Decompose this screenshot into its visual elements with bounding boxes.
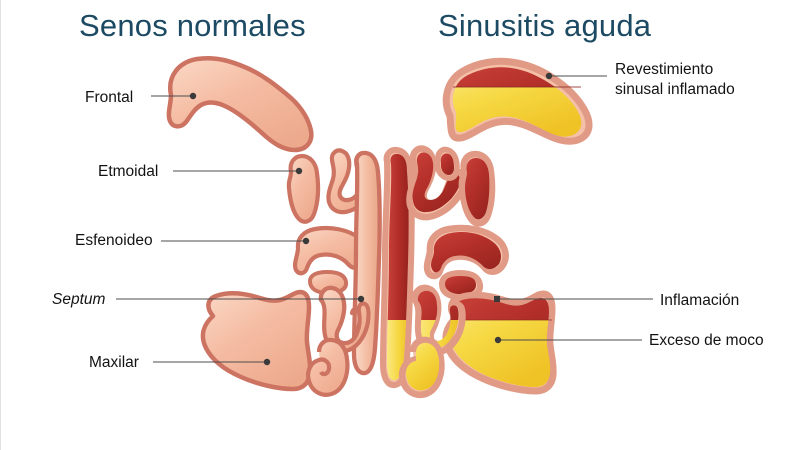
label-revestimiento-line1: Revestimiento — [615, 61, 714, 78]
label-exceso-de-moco: Exceso de moco — [649, 332, 764, 349]
label-etmoidal: Etmoidal — [98, 163, 159, 180]
label-inflamacion: Inflamación — [660, 292, 740, 309]
nasal-septum-mucus — [387, 320, 407, 381]
inferior-turbinate-mucus — [405, 342, 440, 391]
leader-dot-esfenoideo — [302, 237, 310, 245]
frontal-sinus-mucus — [452, 87, 582, 137]
leader-dot-septum — [357, 295, 365, 303]
leader-dot-frontal — [189, 92, 197, 100]
mid-strut-inflamed — [440, 153, 454, 175]
sinusitis-anatomy — [380, 57, 593, 399]
ethmoid-cell-inflamed — [465, 158, 490, 220]
superior-turbinate-inflamed — [412, 152, 461, 213]
label-revestimiento-line2: sinusal inflamado — [615, 81, 735, 98]
inferior-turbinate-normal — [306, 337, 350, 397]
middle-meatus-inflamed — [417, 290, 459, 320]
label-esfenoideo: Esfenoideo — [75, 232, 153, 249]
leader-dot-exceso — [494, 336, 502, 344]
maxillary-sinus-normal — [200, 289, 313, 392]
panel-title-sinusitis: Sinusitis aguda — [438, 8, 652, 43]
leader-dot-revestimiento — [545, 72, 553, 80]
label-maxilar: Maxilar — [89, 354, 139, 371]
leader-lines — [116, 72, 653, 366]
sphenoid-sinus-normal — [292, 225, 370, 276]
inferior-cell-inflamed — [445, 276, 476, 294]
frontal-sinus-normal — [166, 56, 314, 153]
leader-dot-inflamacion — [494, 296, 500, 302]
label-frontal: Frontal — [85, 89, 134, 106]
normal-sinus-anatomy — [166, 56, 382, 397]
frontal-sinus-lining-inflamed — [455, 67, 556, 87]
panel-title-normal: Senos normales — [79, 8, 306, 43]
ethmoid-cell-normal — [286, 153, 321, 224]
maxillary-sinus-mucus — [451, 320, 551, 387]
maxillary-sinus-inflamed — [455, 298, 549, 320]
leader-dot-maxilar — [263, 358, 271, 366]
nasal-septum-inflamed — [387, 153, 409, 320]
label-septum: Septum — [52, 291, 106, 308]
sphenoid-inflamed — [431, 232, 501, 273]
leader-dot-etmoidal — [295, 167, 303, 175]
